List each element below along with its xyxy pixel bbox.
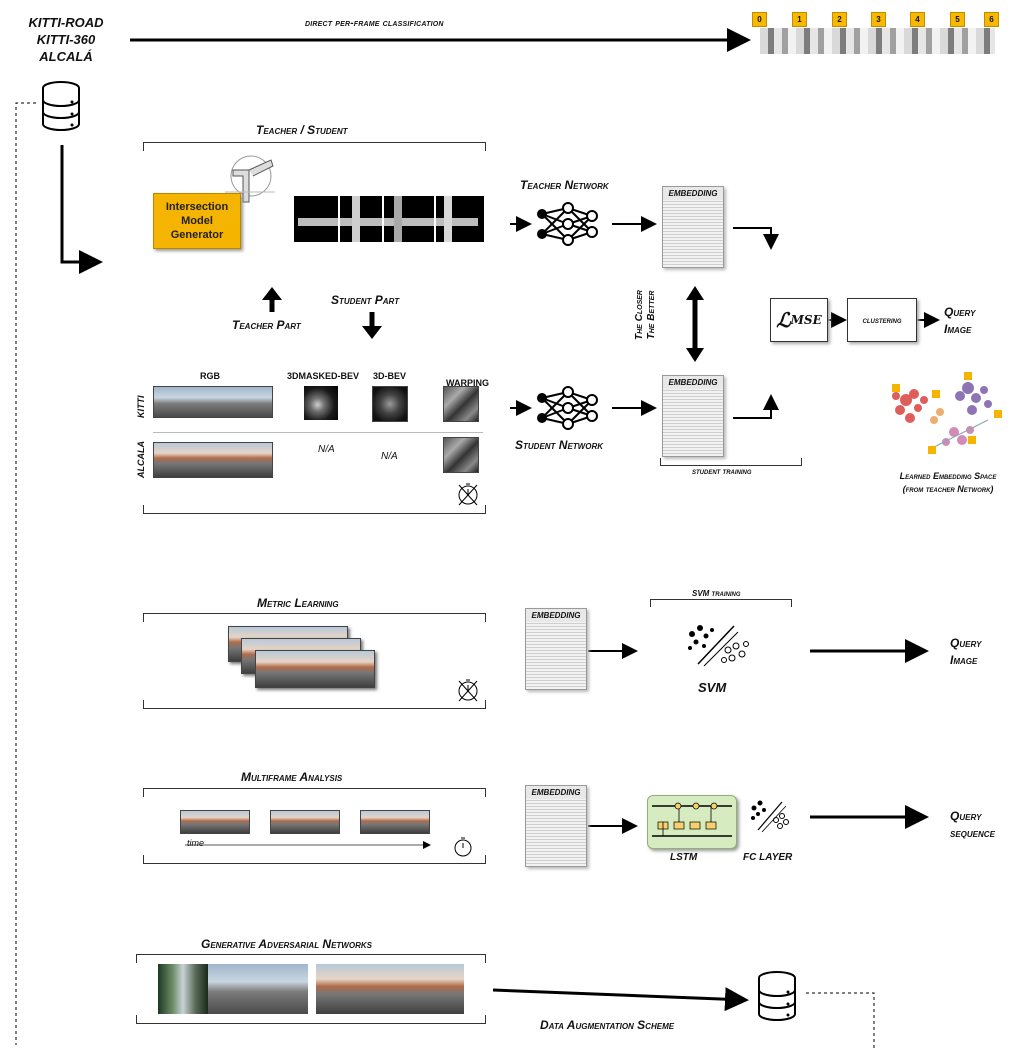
- multiframe-embedding: EMBEDDING: [525, 785, 587, 867]
- student-embedding: EMBEDDING: [662, 375, 724, 457]
- data-augmentation-label: Data Augmentation Scheme: [540, 1018, 674, 1032]
- student-part-label: Student Part: [331, 293, 399, 307]
- teacher-student-title: Teacher / Student: [256, 123, 348, 137]
- multiframe-frame-2: [270, 810, 340, 834]
- time-label: time: [187, 838, 204, 848]
- fc-layer-icon: [748, 798, 792, 838]
- database-icon: [40, 80, 82, 132]
- metric-embedding-label: EMBEDDING: [526, 609, 586, 622]
- fc-layer-label: FC LAYER: [743, 852, 792, 863]
- student-network-label: Student Network: [515, 438, 603, 452]
- svm-icon: [684, 620, 756, 672]
- embedding-space-plot: [888, 370, 1006, 458]
- teacher-student-bracket-top: [143, 142, 486, 151]
- learned-space-sub: (from teacher Network): [884, 483, 1012, 496]
- class-6: 6: [984, 12, 999, 27]
- closer-better-label: The Closer The Better: [634, 280, 658, 350]
- gan-bracket-bottom: [136, 1015, 486, 1024]
- col-3dmasked-bev: 3DMASKED-BEV: [287, 371, 359, 381]
- direct-classification-label: direct per-frame classification: [305, 18, 444, 29]
- closer-label: The Closer: [634, 280, 646, 350]
- teacher-part-label: Teacher Part: [232, 318, 301, 332]
- multiframe-bracket-bottom: [143, 855, 486, 864]
- class-icons: 0 1 2 3 4 5 6: [752, 10, 1002, 56]
- gan-title: Generative Adversarial Networks: [201, 937, 372, 951]
- class-0: 0: [752, 12, 767, 27]
- kitti-masked-bev-image: [304, 386, 338, 420]
- clustering-label: clustering: [863, 315, 902, 325]
- teacher-network-icon: [532, 198, 612, 250]
- lstm-label: LSTM: [670, 852, 697, 863]
- alcala-warping-image: [443, 437, 479, 473]
- na-bev: N/A: [381, 451, 398, 462]
- kitti-warping-image: [443, 386, 479, 422]
- learned-space-label: Learned Embedding Space: [884, 470, 1012, 483]
- class-3: 3: [871, 12, 886, 27]
- class-1: 1: [792, 12, 807, 27]
- database-icon-2: [756, 970, 798, 1022]
- loss-subscript: MSE: [791, 313, 822, 327]
- alcala-rgb-image: [153, 442, 273, 478]
- student-training-bracket: [660, 458, 802, 466]
- metric-no-time-icon: [456, 678, 480, 702]
- multiframe-title: Multiframe Analysis: [241, 770, 342, 784]
- metric-title: Metric Learning: [257, 596, 339, 610]
- gan-image-3: [316, 964, 464, 1014]
- table-divider: [153, 432, 483, 433]
- intersection-model-generator: Intersection Model Generator: [153, 193, 241, 249]
- na-masked: N/A: [318, 444, 335, 455]
- row-kitti: KITTI: [136, 396, 146, 419]
- class-4: 4: [910, 12, 925, 27]
- multiframe-bracket-top: [143, 788, 486, 797]
- teacher-embedding-label: EMBEDDING: [663, 187, 723, 200]
- kitti-bev-image: [372, 386, 408, 422]
- svm-label: SVM: [698, 680, 726, 695]
- teacher-network-label: Teacher Network: [520, 178, 609, 192]
- generator-label: Intersection Model Generator: [154, 200, 240, 242]
- query-image-label-2: Query Image: [950, 635, 1000, 669]
- col-3d-bev: 3D-BEV: [373, 371, 406, 381]
- row-alcala: ALCALA: [136, 441, 146, 478]
- metric-embedding: EMBEDDING: [525, 608, 587, 690]
- teacher-bev-strip: [294, 196, 484, 242]
- clustering-box: clustering: [847, 298, 917, 342]
- multiframe-frame-1: [180, 810, 250, 834]
- lstm-block: [647, 795, 737, 849]
- teacher-embedding: EMBEDDING: [662, 186, 724, 268]
- col-rgb: RGB: [200, 371, 220, 381]
- kitti-rgb-image: [153, 386, 273, 418]
- learned-space-caption: Learned Embedding Space (from teacher Ne…: [884, 470, 1012, 496]
- multiframe-embedding-label: EMBEDDING: [526, 786, 586, 799]
- class-2: 2: [832, 12, 847, 27]
- query-sequence-label: Query sequence: [950, 808, 1006, 842]
- gan-image-1: [158, 964, 208, 1014]
- loss-symbol: ℒ: [776, 308, 790, 332]
- class-5: 5: [950, 12, 965, 27]
- gan-bracket-top: [136, 954, 486, 963]
- gan-image-2: [208, 964, 308, 1014]
- student-network-icon: [532, 382, 612, 434]
- student-embedding-label: EMBEDDING: [663, 376, 723, 389]
- metric-bracket-top: [143, 613, 486, 622]
- no-time-icon: [456, 482, 480, 506]
- svm-training-bracket: [650, 599, 792, 607]
- teacher-student-bracket-bottom: [143, 505, 486, 514]
- metric-bracket-bottom: [143, 700, 486, 709]
- svm-training-label: SVM training: [692, 589, 741, 598]
- metric-frame-3: [255, 650, 375, 688]
- student-training-label: student training: [692, 467, 752, 476]
- query-image-label-1: Query Image: [944, 304, 1004, 338]
- multiframe-frame-3: [360, 810, 430, 834]
- better-label: The Better: [646, 280, 658, 350]
